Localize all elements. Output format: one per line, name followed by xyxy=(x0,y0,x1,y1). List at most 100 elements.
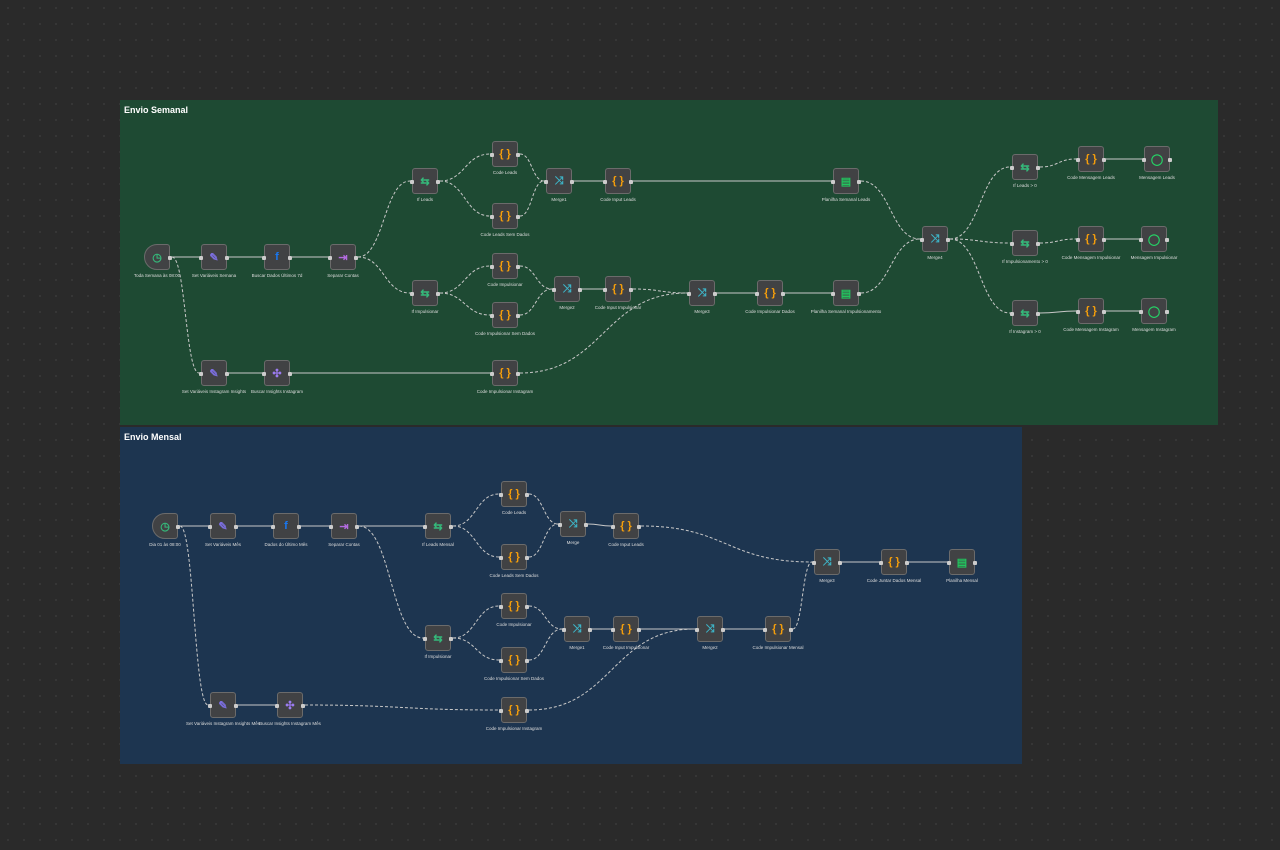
node-t10[interactable]: { }Code Impulsionar Sem Dados xyxy=(475,302,535,336)
input-handle[interactable] xyxy=(199,256,203,260)
input-handle[interactable] xyxy=(920,238,924,242)
input-handle[interactable] xyxy=(544,180,548,184)
output-handle[interactable] xyxy=(525,493,529,497)
node-t6[interactable]: ⇆If Impulsionar xyxy=(410,280,440,314)
input-handle[interactable] xyxy=(410,292,414,296)
node-t30[interactable]: ◯Mensagem Impulsionar xyxy=(1131,226,1177,260)
node-t16[interactable]: ✣Buscar Insights Instagram xyxy=(251,360,303,394)
output-handle[interactable] xyxy=(354,256,358,260)
node-t23[interactable]: ⇆If Leads > 0 xyxy=(1010,154,1040,188)
output-handle[interactable] xyxy=(1168,158,1172,162)
output-handle[interactable] xyxy=(234,704,238,708)
node-t21[interactable]: ▤Planilha Semanal Impulsionamento xyxy=(811,280,881,314)
input-handle[interactable] xyxy=(499,605,503,609)
node-b5[interactable]: ⇆If Leads Mensal xyxy=(422,513,454,547)
output-handle[interactable] xyxy=(1102,158,1106,162)
output-handle[interactable] xyxy=(857,292,861,296)
node-t29[interactable]: ◯Mensagem Leads xyxy=(1139,146,1175,180)
output-handle[interactable] xyxy=(436,180,440,184)
node-b22[interactable]: ▤Planilha Mensal xyxy=(946,549,978,583)
output-handle[interactable] xyxy=(1036,166,1040,170)
input-handle[interactable] xyxy=(1076,158,1080,162)
input-handle[interactable] xyxy=(499,659,503,663)
node-b12[interactable]: ⤨Merge1 xyxy=(562,616,592,650)
input-handle[interactable] xyxy=(499,709,503,713)
input-handle[interactable] xyxy=(1010,312,1014,316)
input-handle[interactable] xyxy=(423,637,427,641)
node-t7[interactable]: { }Code Leads xyxy=(490,141,520,175)
output-handle[interactable] xyxy=(355,525,359,529)
output-handle[interactable] xyxy=(297,525,301,529)
output-handle[interactable] xyxy=(288,256,292,260)
node-b4[interactable]: ⇥Separar Contas xyxy=(328,513,360,547)
output-handle[interactable] xyxy=(721,628,725,632)
input-handle[interactable] xyxy=(329,525,333,529)
input-handle[interactable] xyxy=(499,493,503,497)
node-t27[interactable]: { }Code Mensagem Impulsionar xyxy=(1062,226,1120,260)
output-handle[interactable] xyxy=(301,704,305,708)
output-handle[interactable] xyxy=(1036,242,1040,246)
node-b21[interactable]: { }Code Juntar Dados Mensal xyxy=(867,549,921,583)
node-t14[interactable]: { }Code Input Impulsionar xyxy=(595,276,641,310)
input-handle[interactable] xyxy=(603,288,607,292)
output-handle[interactable] xyxy=(838,561,842,565)
input-handle[interactable] xyxy=(831,292,835,296)
output-handle[interactable] xyxy=(857,180,861,184)
input-handle[interactable] xyxy=(947,561,951,565)
node-b14[interactable]: { }Code Input Impulsionar xyxy=(603,616,649,650)
node-t12[interactable]: ⤨Merge2 xyxy=(552,276,582,310)
input-handle[interactable] xyxy=(271,525,275,529)
input-handle[interactable] xyxy=(262,256,266,260)
node-t18[interactable]: ⤨Merge3 xyxy=(687,280,717,314)
output-handle[interactable] xyxy=(234,525,238,529)
input-handle[interactable] xyxy=(1076,238,1080,242)
node-t5[interactable]: ⇆If Leads xyxy=(410,168,440,202)
output-handle[interactable] xyxy=(516,153,520,157)
output-handle[interactable] xyxy=(1036,312,1040,316)
input-handle[interactable] xyxy=(562,628,566,632)
input-handle[interactable] xyxy=(558,523,562,527)
output-handle[interactable] xyxy=(629,180,633,184)
output-handle[interactable] xyxy=(973,561,977,565)
input-handle[interactable] xyxy=(490,372,494,376)
input-handle[interactable] xyxy=(1139,310,1143,314)
node-t11[interactable]: ⤨Merge1 xyxy=(544,168,574,202)
input-handle[interactable] xyxy=(208,704,212,708)
node-t17[interactable]: { }Code Impulsionar Instagram xyxy=(477,360,533,394)
node-b11[interactable]: ⤨Merge xyxy=(558,511,588,545)
input-handle[interactable] xyxy=(328,256,332,260)
node-b8[interactable]: { }Code Leads Sem Dados xyxy=(489,544,539,578)
output-handle[interactable] xyxy=(449,525,453,529)
node-t2[interactable]: ✎Set Variáveis Semana xyxy=(192,244,236,278)
output-handle[interactable] xyxy=(1165,238,1169,242)
input-handle[interactable] xyxy=(490,153,494,157)
output-handle[interactable] xyxy=(905,561,909,565)
input-handle[interactable] xyxy=(812,561,816,565)
output-handle[interactable] xyxy=(525,709,529,713)
node-b6[interactable]: ⇆If Impulsionar xyxy=(423,625,453,659)
input-handle[interactable] xyxy=(831,180,835,184)
output-handle[interactable] xyxy=(637,628,641,632)
input-handle[interactable] xyxy=(603,180,607,184)
output-handle[interactable] xyxy=(168,256,172,260)
node-b16[interactable]: ✣Buscar Insights Instagram Mês xyxy=(259,692,321,726)
input-handle[interactable] xyxy=(490,215,494,219)
node-b17[interactable]: { }Code Impulsionar Instagram xyxy=(486,697,542,731)
output-handle[interactable] xyxy=(1102,238,1106,242)
input-handle[interactable] xyxy=(410,180,414,184)
node-t4[interactable]: ⇥Separar Contas xyxy=(327,244,359,278)
input-handle[interactable] xyxy=(499,556,503,560)
output-handle[interactable] xyxy=(584,523,588,527)
input-handle[interactable] xyxy=(1139,238,1143,242)
input-handle[interactable] xyxy=(695,628,699,632)
input-handle[interactable] xyxy=(552,288,556,292)
output-handle[interactable] xyxy=(525,605,529,609)
node-t24[interactable]: ⇆If Impulsionamento > 0 xyxy=(1002,230,1048,264)
input-handle[interactable] xyxy=(490,314,494,318)
node-t28[interactable]: { }Code Mensagem Instagram xyxy=(1063,298,1119,332)
node-b20[interactable]: ⤨Merge3 xyxy=(812,549,842,583)
output-handle[interactable] xyxy=(637,525,641,529)
node-b13[interactable]: { }Code Input Leads xyxy=(608,513,644,547)
output-handle[interactable] xyxy=(516,265,520,269)
